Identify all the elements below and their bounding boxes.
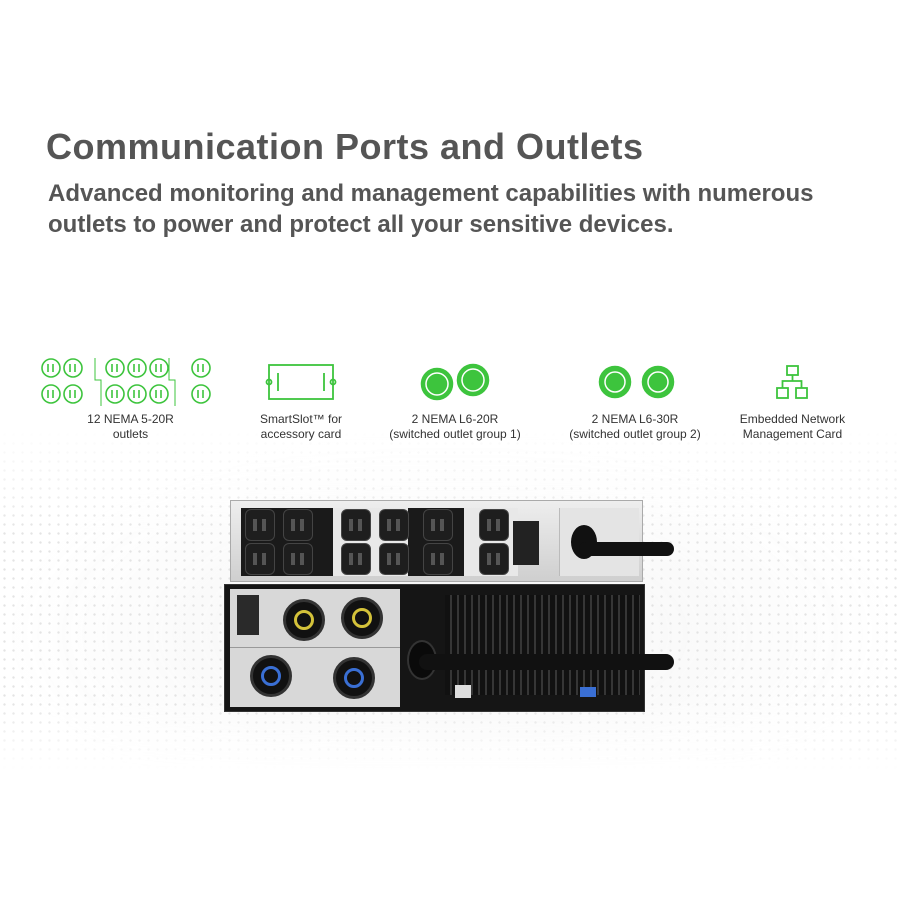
feature-label: accessory card [260, 427, 342, 441]
feature-smartslot: SmartSlot™ for accessory card [241, 352, 361, 442]
feature-label: Embedded Network [739, 412, 846, 426]
feature-nema-l6-30r: 2 NEMA L6-30R (switched outlet group 2) [555, 352, 715, 442]
feature-label: outlets [112, 427, 149, 441]
network-icon [725, 352, 860, 412]
nema-l6-20r-icon [375, 352, 535, 412]
feature-label: 2 NEMA L6-20R [411, 412, 499, 426]
nema-5-20r-outlets-icon [38, 352, 223, 412]
power-cable [419, 654, 674, 670]
page-subtitle: Advanced monitoring and management capab… [48, 180, 814, 238]
feature-network-card: Embedded Network Management Card [725, 352, 860, 442]
smartslot-card-icon [241, 352, 361, 412]
nema-l6-30r-icon [555, 352, 715, 412]
feature-nema-5-20r: 12 NEMA 5-20R outlets [38, 352, 223, 442]
feature-label: 12 NEMA 5-20R [87, 412, 174, 426]
pdu-unit [230, 500, 643, 582]
feature-nema-l6-20r: 2 NEMA L6-20R (switched outlet group 1) [375, 352, 535, 442]
feature-label: (switched outlet group 1) [389, 427, 521, 441]
feature-label: (switched outlet group 2) [569, 427, 701, 441]
ups-product-image [224, 498, 674, 714]
feature-label: SmartSlot™ for [259, 412, 343, 426]
ups-unit [224, 584, 645, 712]
feature-label: 2 NEMA L6-30R [591, 412, 679, 426]
power-cable [579, 542, 674, 556]
feature-label: Management Card [742, 427, 843, 441]
page-title: Communication Ports and Outlets [46, 126, 644, 167]
